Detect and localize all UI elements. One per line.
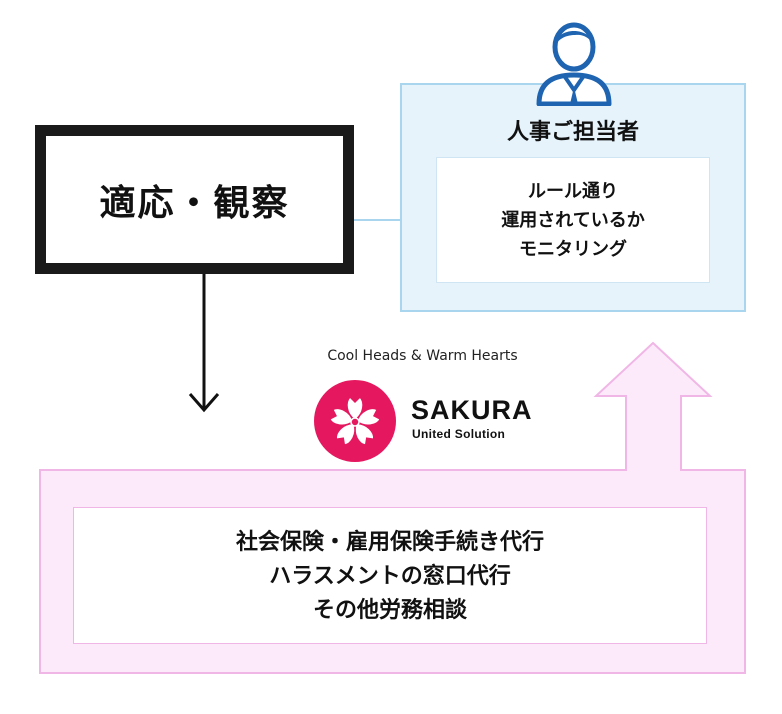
down-arrow-icon bbox=[188, 274, 220, 413]
hr-line-3: モニタリング bbox=[519, 238, 627, 260]
hr-panel-content: ルール通り 運用されているか モニタリング bbox=[436, 157, 710, 283]
hr-line-2: 運用されているか bbox=[501, 209, 645, 231]
hr-panel-title: 人事ご担当者 bbox=[506, 120, 639, 145]
services-content: 社会保険・雇用保険手続き代行 ハラスメントの窓口代行 その他労務相談 bbox=[73, 507, 707, 644]
service-line-1: 社会保険・雇用保険手続き代行 bbox=[235, 528, 544, 555]
main-box-label: 適応・観察 bbox=[99, 182, 290, 224]
service-line-2: ハラスメントの窓口代行 bbox=[269, 562, 511, 589]
service-line-3: その他労務相談 bbox=[312, 596, 467, 623]
logo-subline: United Solution bbox=[412, 427, 506, 441]
person-icon bbox=[536, 22, 612, 106]
hr-line-1: ルール通り bbox=[528, 180, 618, 202]
sakura-flower-icon bbox=[314, 380, 396, 462]
logo-wordmark: SAKURA bbox=[411, 395, 533, 425]
connector-line bbox=[354, 219, 436, 221]
logo-tagline: Cool Heads & Warm Hearts bbox=[327, 348, 518, 364]
main-box: 適応・観察 bbox=[35, 125, 354, 274]
